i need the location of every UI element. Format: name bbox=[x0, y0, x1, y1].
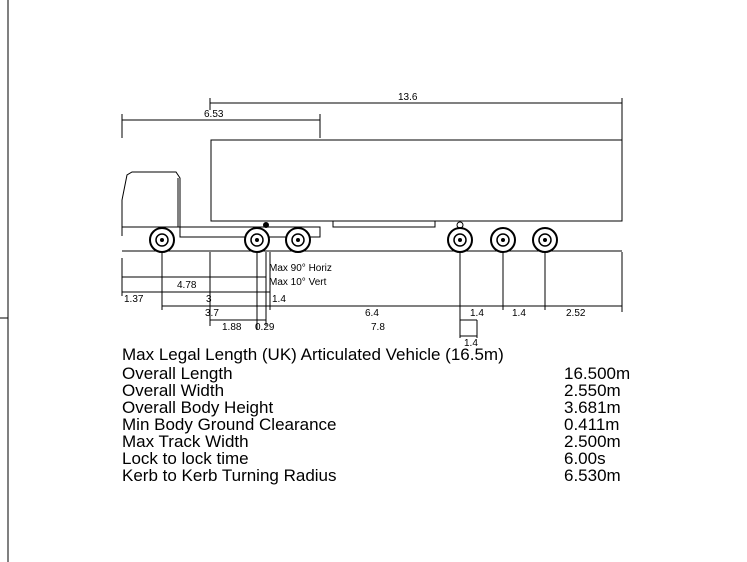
spec-label: Overall Length bbox=[122, 364, 233, 383]
spec-value: 16.500m bbox=[564, 364, 631, 383]
wheel-drive-axle-2 bbox=[285, 227, 311, 253]
specs-title: Max Legal Length (UK) Articulated Vehicl… bbox=[122, 345, 504, 364]
dimension-lines-lower bbox=[122, 276, 622, 337]
spec-value: 6.530m bbox=[564, 466, 621, 485]
spec-row: Overall Width 2.550m bbox=[122, 382, 664, 399]
trailer-underframe bbox=[332, 220, 436, 228]
label-front-to-kingpin: 6.53 bbox=[204, 109, 224, 120]
spec-label: Overall Body Height bbox=[122, 398, 274, 417]
spec-label: Max Track Width bbox=[122, 432, 249, 451]
label-kingpin-offset: 1.88 bbox=[222, 322, 242, 333]
extension-lines bbox=[121, 252, 623, 338]
wheel-trailer-axle-2 bbox=[490, 227, 516, 253]
spec-row: Max Track Width 2.500m bbox=[122, 433, 664, 450]
label-tractor-wheelbase: 3.7 bbox=[205, 308, 219, 319]
wheel-trailer-axle-3 bbox=[532, 227, 558, 253]
label-kingpin-to-axles: 6.4 bbox=[365, 308, 379, 319]
spec-row: Overall Length 16.500m bbox=[122, 365, 664, 382]
spec-value: 3.681m bbox=[564, 398, 621, 417]
label-kingpin-to-center: 7.8 bbox=[371, 322, 385, 333]
label-front-overhang: 1.37 bbox=[124, 294, 144, 305]
spec-label: Overall Width bbox=[122, 381, 225, 400]
dimension-front-to-kingpin bbox=[121, 114, 321, 138]
label-trailer-axle-spacing-3: 1.4 bbox=[464, 338, 478, 349]
spec-label: Min Body Ground Clearance bbox=[122, 415, 337, 434]
label-small-offset: 0.29 bbox=[255, 322, 275, 333]
label-tandem-spread-a: 1.4 bbox=[272, 294, 286, 305]
wheel-trailer-axle-1 bbox=[447, 227, 473, 253]
spec-value: 2.550m bbox=[564, 381, 621, 400]
tractor-cab bbox=[121, 171, 181, 236]
articulation-vertical: Max 10° Vert bbox=[269, 277, 327, 288]
label-trailer-axle-spacing-1: 1.4 bbox=[470, 308, 484, 319]
spec-row: Min Body Ground Clearance 0.411m bbox=[122, 416, 664, 433]
spec-label: Lock to lock time bbox=[122, 449, 249, 468]
spec-row: Overall Body Height 3.681m bbox=[122, 399, 664, 416]
spec-value: 2.500m bbox=[564, 432, 621, 451]
wheel-front-axle bbox=[149, 227, 175, 253]
articulation-horizontal: Max 90° Horiz bbox=[269, 263, 332, 274]
spec-value: 0.411m bbox=[564, 415, 620, 434]
label-axle-spacing: 3 bbox=[206, 294, 212, 305]
label-trailer-length: 13.6 bbox=[398, 92, 418, 103]
dimension-trailer-length bbox=[209, 98, 623, 140]
label-cab-to-fifth-wheel: 4.78 bbox=[177, 280, 197, 291]
spec-row: Kerb to Kerb Turning Radius 6.530m bbox=[122, 467, 664, 484]
fifth-wheel-kingpin bbox=[263, 222, 269, 228]
specs-table: Overall Length 16.500m Overall Width 2.5… bbox=[122, 365, 664, 484]
spec-value: 6.00s bbox=[564, 449, 606, 468]
label-trailer-axle-spacing-2: 1.4 bbox=[512, 308, 526, 319]
label-rear-overhang: 2.52 bbox=[566, 308, 586, 319]
spec-row: Lock to lock time 6.00s bbox=[122, 450, 664, 467]
wheel-drive-axle-1 bbox=[244, 227, 270, 253]
trailer-body bbox=[210, 139, 623, 222]
spec-label: Kerb to Kerb Turning Radius bbox=[122, 466, 337, 485]
